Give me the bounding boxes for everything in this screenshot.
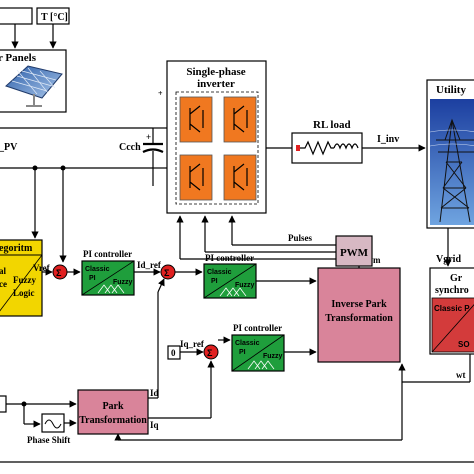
phase-shift-label: Phase Shift — [27, 435, 70, 445]
algorithm-text-1: al — [0, 266, 7, 276]
zero-label: 0 — [171, 348, 176, 358]
svg-text:Σ: Σ — [207, 348, 213, 358]
capacitor-label: Ccch — [119, 142, 141, 153]
vref-label: Vref — [33, 263, 51, 273]
grid-sync-title-2: synchro — [435, 285, 469, 296]
phase-shift-block — [41, 413, 65, 433]
inverse-park-block: Inverse Park Transformation — [317, 267, 401, 363]
inverter-title-2: inverter — [197, 78, 235, 90]
algorithm-fuzzy: Fuzzy — [13, 275, 36, 285]
igbt-switch — [179, 154, 213, 201]
pi-controller-3: Classic PI Fuzzy — [231, 334, 285, 372]
inverter-block: Single-phase inverter — [166, 60, 267, 214]
grid-sync-sog: SO — [458, 340, 470, 349]
utility-title: Utility — [436, 84, 466, 96]
i-inv-label: I_inv — [377, 134, 399, 145]
igbt-switch — [223, 154, 257, 201]
svg-text:Σ: Σ — [56, 268, 62, 278]
svg-text:Σ: Σ — [164, 268, 170, 278]
inverter-title-1: Single-phase — [186, 66, 245, 78]
pv-label: _PV — [0, 142, 18, 153]
transmission-tower-icon — [429, 118, 474, 223]
algorithm-text-2: ce — [0, 279, 7, 289]
sum-junction-iq — [203, 344, 219, 360]
pi1-fuzzy: Fuzzy — [113, 279, 133, 286]
wt-label: wt — [456, 370, 466, 380]
pi-controller-2: Classic PI Fuzzy — [203, 263, 257, 299]
solar-panels-block: r Panels — [0, 49, 67, 113]
pi-controller-1-title: PI controller — [83, 249, 132, 259]
id-label: Id — [150, 388, 159, 398]
pi-controller-2-title: PI controller — [205, 253, 254, 263]
id-ref-label: Id_ref — [137, 260, 162, 270]
pi2-pi: PI — [211, 278, 218, 285]
dc-link-capacitor: + — [142, 128, 164, 168]
algorithm-logic: Logic — [13, 288, 35, 298]
pi1-classic: Classic — [85, 266, 110, 273]
park-transform-block: Park Transformation — [77, 389, 149, 435]
irradiance-input-block — [0, 7, 33, 25]
rl-load-block — [291, 132, 363, 164]
temperature-label: T [°C] — [41, 12, 68, 23]
pwm-label: PWM — [340, 247, 369, 259]
pi1-pi: PI — [89, 275, 96, 282]
iq-ref-label: Iq_ref — [180, 339, 205, 349]
iq-label: Iq — [150, 420, 159, 430]
algorithm-title: egoritm — [0, 243, 33, 254]
igbt-switch — [179, 96, 213, 143]
pi-controller-3-title: PI controller — [233, 323, 282, 333]
pi3-classic: Classic — [235, 340, 260, 347]
rl-load-label: RL load — [313, 119, 351, 131]
park-title-1: Park — [102, 401, 124, 412]
id-feedback-arrow — [157, 278, 165, 293]
grid-sync-title-1: Gr — [450, 273, 463, 284]
grid-sync-block: Gr synchro Classic P SO — [429, 267, 474, 355]
pi-controller-1: Classic PI Fuzzy — [81, 260, 135, 296]
pi2-fuzzy: Fuzzy — [235, 282, 255, 289]
svg-text:+: + — [146, 132, 151, 142]
pwm-block: PWM — [335, 235, 373, 267]
current-meas-block — [0, 395, 7, 413]
park-title-2: Transformation — [79, 415, 147, 426]
pi3-pi: PI — [239, 349, 246, 356]
pi2-classic: Classic — [207, 269, 232, 276]
svg-text:+: + — [158, 89, 163, 98]
utility-grid-block: Utility — [426, 79, 474, 229]
inverse-park-title-1: Inverse Park — [331, 299, 387, 310]
pulses-label: Pulses — [288, 233, 313, 243]
solar-panel-icon — [5, 65, 63, 107]
panels-title: r Panels — [0, 52, 37, 64]
grid-sync-classic: Classic P — [434, 304, 470, 313]
vgrid-label: Vgrid — [436, 254, 461, 265]
igbt-switch — [223, 96, 257, 143]
mppt-algorithm-block: egoritm al ce Fuzzy Logic — [0, 239, 43, 317]
inverse-park-title-2: Transformation — [325, 313, 393, 324]
pi3-fuzzy: Fuzzy — [263, 353, 283, 360]
